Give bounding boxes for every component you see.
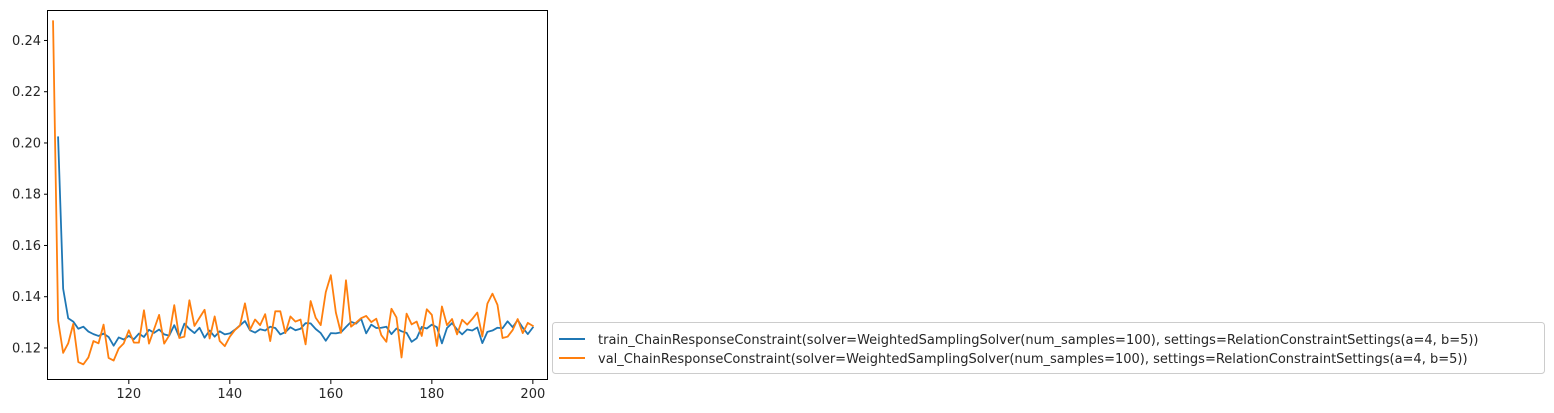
x-axis: 120 140 160 180 200 — [116, 380, 545, 402]
legend-label-train: train_ChainResponseConstraint(solver=Wei… — [598, 333, 1479, 348]
plot-lines — [52, 20, 535, 366]
legend-box — [552, 322, 1545, 374]
x-tick-label: 160 — [318, 387, 343, 402]
legend: train_ChainResponseConstraint(solver=Wei… — [552, 322, 1545, 374]
axes-frame — [47, 10, 548, 380]
series-line-train — [57, 136, 535, 347]
y-tick-label: 0.24 — [12, 34, 41, 49]
x-tick-label: 120 — [116, 387, 141, 402]
y-tick-label: 0.16 — [12, 239, 41, 254]
legend-label-val: val_ChainResponseConstraint(solver=Weigh… — [598, 352, 1468, 367]
y-tick-label: 0.14 — [12, 290, 41, 305]
series-line-val — [52, 20, 535, 366]
y-tick-label: 0.18 — [12, 188, 41, 203]
y-axis: 0.12 0.14 0.16 0.18 0.20 0.22 0.24 — [12, 34, 48, 356]
x-tick-label: 180 — [419, 387, 444, 402]
y-tick-label: 0.20 — [12, 136, 41, 151]
x-tick-label: 200 — [520, 387, 545, 402]
y-tick-label: 0.12 — [12, 341, 41, 356]
x-tick-label: 140 — [217, 387, 242, 402]
y-tick-label: 0.22 — [12, 85, 41, 100]
